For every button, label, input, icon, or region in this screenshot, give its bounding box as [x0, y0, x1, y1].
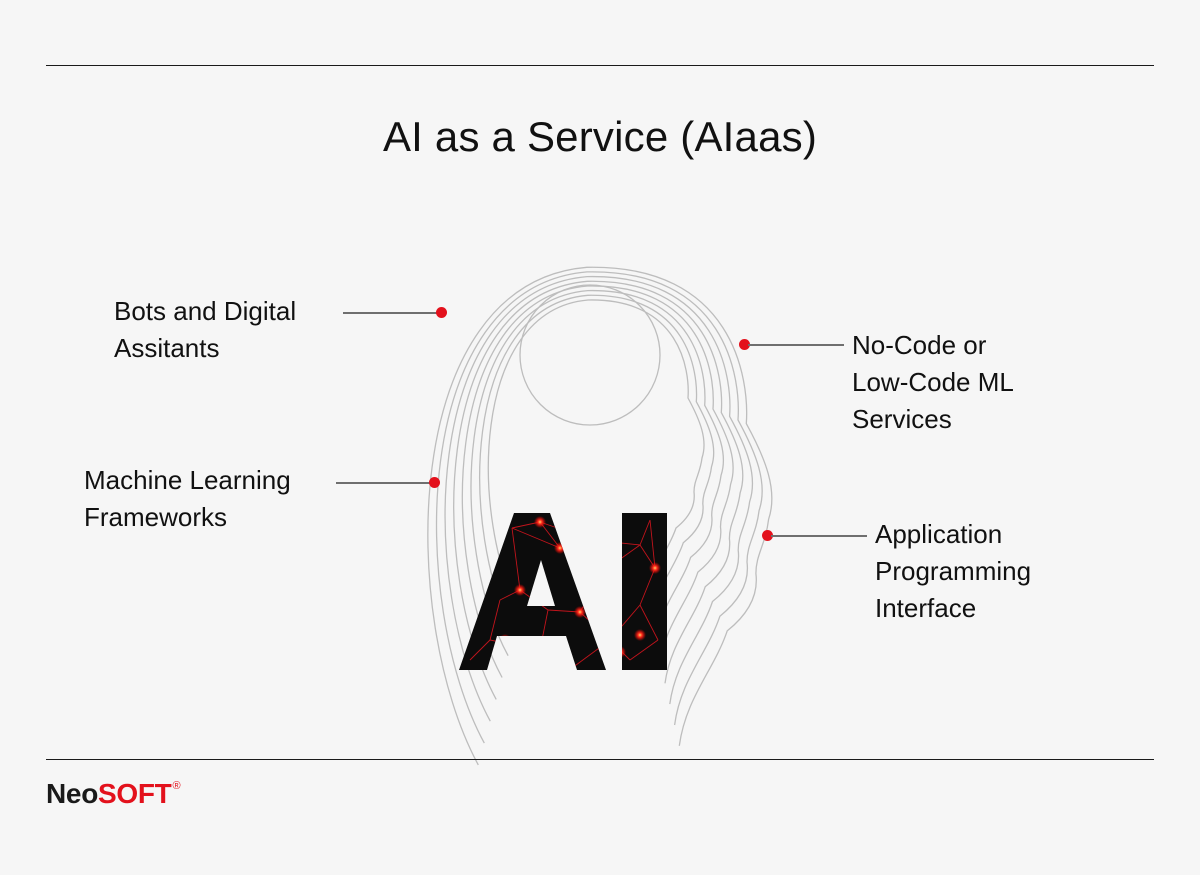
- neosoft-logo: NeoSOFT®: [46, 778, 181, 809]
- network-edge: [629, 639, 659, 661]
- marker-dot-api: [762, 530, 773, 541]
- connector-bots: [343, 312, 440, 314]
- network-node: [554, 542, 566, 554]
- label-machine-learning-frameworks: Machine Learning Frameworks: [84, 465, 291, 532]
- connector-api: [771, 535, 867, 537]
- contour-line: [461, 285, 734, 678]
- network-edge: [469, 639, 491, 661]
- contour-line: [427, 266, 773, 766]
- label-no-code-low-code-ml: No-Code or Low-Code ML Services: [852, 330, 1014, 434]
- bottom-divider: [46, 759, 1154, 760]
- network-node: [614, 646, 626, 658]
- network-edge: [489, 639, 541, 651]
- network-node: [649, 562, 661, 574]
- label-application-programming-interface: Application Programming Interface: [875, 519, 1032, 623]
- connector-ml-frameworks: [336, 482, 432, 484]
- network-node: [574, 606, 586, 618]
- marker-dot-bots: [436, 307, 447, 318]
- contour-line: [470, 289, 725, 657]
- network-node: [514, 584, 526, 596]
- network-edge: [639, 567, 656, 606]
- marker-dot-no-code: [739, 339, 750, 350]
- network-edge: [539, 649, 573, 669]
- ai-letters-icon: [459, 513, 667, 670]
- contour-line: [487, 299, 705, 613]
- contour-line: [435, 271, 763, 744]
- network-edge: [489, 599, 501, 641]
- network-edge: [511, 527, 521, 591]
- network-node: [534, 516, 546, 528]
- marker-dot-ml-frameworks: [429, 477, 440, 488]
- page-title: AI as a Service (AIaas): [382, 113, 818, 160]
- connector-no-code: [748, 344, 844, 346]
- label-bots-digital-assistants: Bots and Digital Assitants: [114, 296, 297, 363]
- network-edge: [511, 527, 561, 549]
- network-edge: [649, 519, 656, 569]
- head-inner-circle: [519, 284, 661, 426]
- network-edge: [591, 539, 606, 571]
- network-edge: [559, 539, 593, 549]
- network-edge: [579, 569, 606, 613]
- network-node: [634, 629, 646, 641]
- head-contour-lines: [427, 266, 773, 766]
- contour-line: [444, 275, 754, 722]
- network-edge: [639, 519, 651, 546]
- network-edge: [639, 604, 659, 641]
- contour-line: [479, 294, 715, 635]
- top-divider: [46, 65, 1154, 66]
- contour-line: [453, 280, 744, 700]
